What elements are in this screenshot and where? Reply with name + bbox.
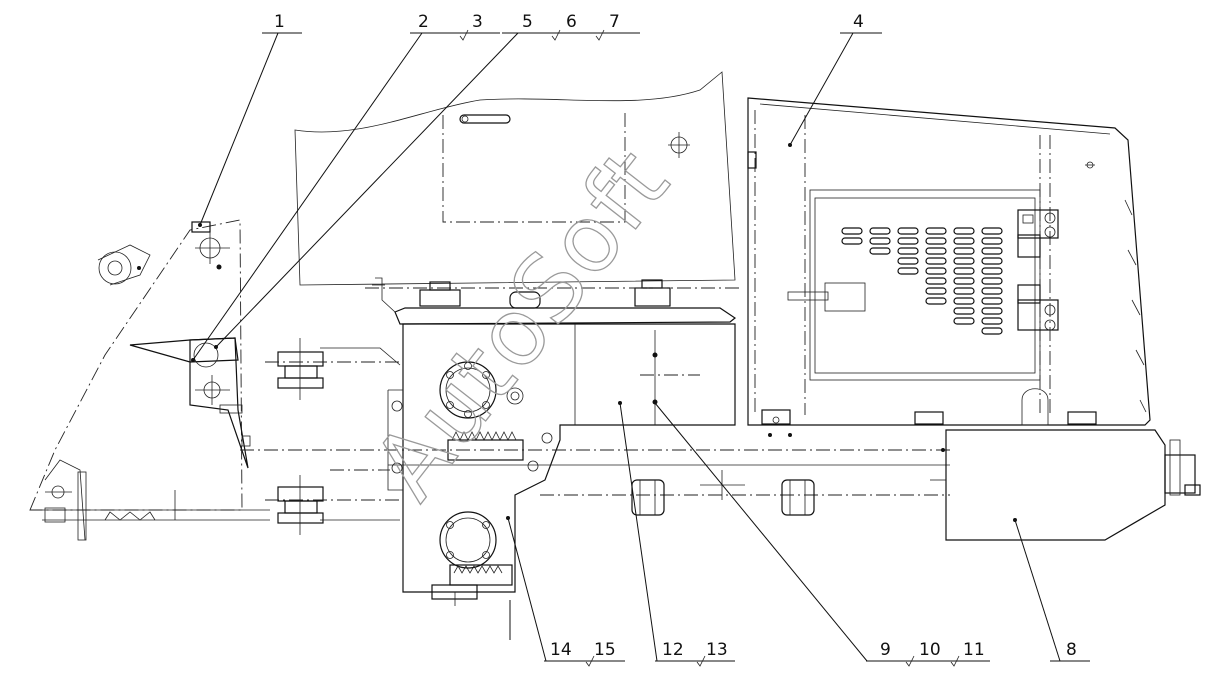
callout-14: 14 — [550, 640, 572, 660]
callout-2: 2 — [418, 12, 429, 32]
callout-9: 9 — [880, 640, 891, 660]
callout-11: 11 — [963, 640, 985, 660]
cab-phantom-outline — [294, 71, 736, 286]
callout-12: 12 — [662, 640, 684, 660]
callout-10: 10 — [919, 640, 941, 660]
callout-15: 15 — [594, 640, 616, 660]
frame-centerlines — [240, 449, 950, 496]
callout-1: 1 — [274, 12, 285, 32]
frame-supports — [631, 470, 815, 516]
fuel-tank — [930, 429, 1201, 541]
callout-13: 13 — [706, 640, 728, 660]
left-mount-bracket — [29, 219, 270, 541]
hydraulic-tank — [387, 323, 736, 606]
callout-3: 3 — [472, 12, 483, 32]
rubber-mounts — [265, 338, 401, 535]
callout-8: 8 — [1066, 640, 1077, 660]
callout-labels: 1 2 3 4 5 6 7 8 9 10 11 12 13 14 15 — [274, 12, 1077, 660]
callout-5: 5 — [522, 12, 533, 32]
leader-lines — [191, 29, 1090, 667]
callout-7: 7 — [609, 12, 620, 32]
electrical-cabinet — [747, 97, 1151, 437]
callout-6: 6 — [566, 12, 577, 32]
callout-4: 4 — [853, 12, 864, 32]
tank-cover — [365, 277, 740, 325]
